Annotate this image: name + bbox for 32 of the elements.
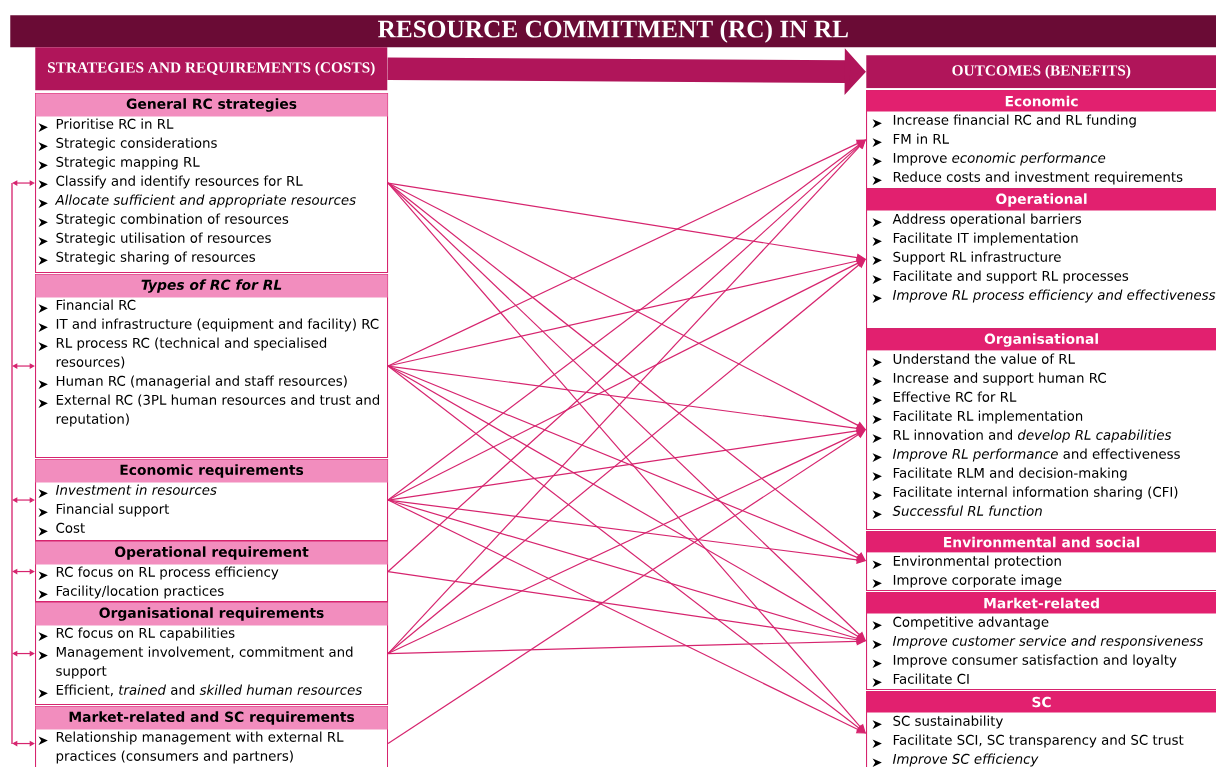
list-box: General RC strategies Prioritise RC in RL Strategic considerations Strategic mapping RL Classify and identify resources for RL Allocate sufficient and appropriate resources Strategic combination of resources Strategic utilisation of resources Strategic sharing of resources [35,93,389,274]
header-box: STRATEGIES AND REQUIREMENTS (COSTS) [35,47,388,91]
list-box: Environmental and social Environmental protection Improve corporate image [866,531,1216,592]
arrow [387,257,866,367]
arrow [387,259,866,501]
arrow [387,259,866,655]
list-box: Organisational requirements RC focus on RL capabilities Management involvement, commitment and support Efficient, trained and skilled human resources [35,602,389,706]
arrow [387,429,866,745]
list-box: Economic requirements Investment in resources Financial support Cost [35,459,389,542]
list-box: Operational Address operational barriers Facilitate IT implementation Support RL infrastructure Facilitate and support RL processes Improve RL process efficiency and effectiveness [866,189,1216,330]
double-arrow [12,180,35,186]
list-box: Operational requirement RC focus on RL process efficiency Facility/location practices [35,541,389,603]
arrow [387,139,866,501]
arrow [387,499,866,734]
arrow [387,182,866,262]
list-box: Economic Increase financial RC and RL funding FM in RL Improve economic performance Reduce costs and investment requirements [866,90,1216,190]
list-box: SC SC sustainability Facilitate SCI, SC transparency and SC trust Improve SC efficiency [866,691,1216,767]
double-arrow [12,497,35,503]
arrow [387,637,866,655]
list-box: Organisational Understand the value of RL Increase and support human RC Effective RC for RL Facilitate RL implementation RL innovation and develop RL capabilities Improve RL performance and effectiveness Facilitate RLM and decision-making Facilitate internal information sharing (CFI) Successful RL function [866,329,1216,531]
double-arrow [12,363,35,369]
arrow [387,365,866,734]
arrow [387,426,866,501]
arrow [387,570,866,644]
list-box: Market-related and SC requirements Relationship management with external RL practices (consumers and partners) [35,706,389,767]
list-box: Market-related Competitive advantage Improve customer service and responsiveness Improve consumer satisfaction and loyalty Facilitate CI [866,592,1216,691]
double-arrow [12,568,35,575]
arrow [387,365,866,562]
double-arrow [12,740,35,747]
title-banner: RESOURCE COMMITMENT (RC) IN RL [10,15,1216,48]
double-arrow [12,650,35,657]
arrow [387,499,866,643]
